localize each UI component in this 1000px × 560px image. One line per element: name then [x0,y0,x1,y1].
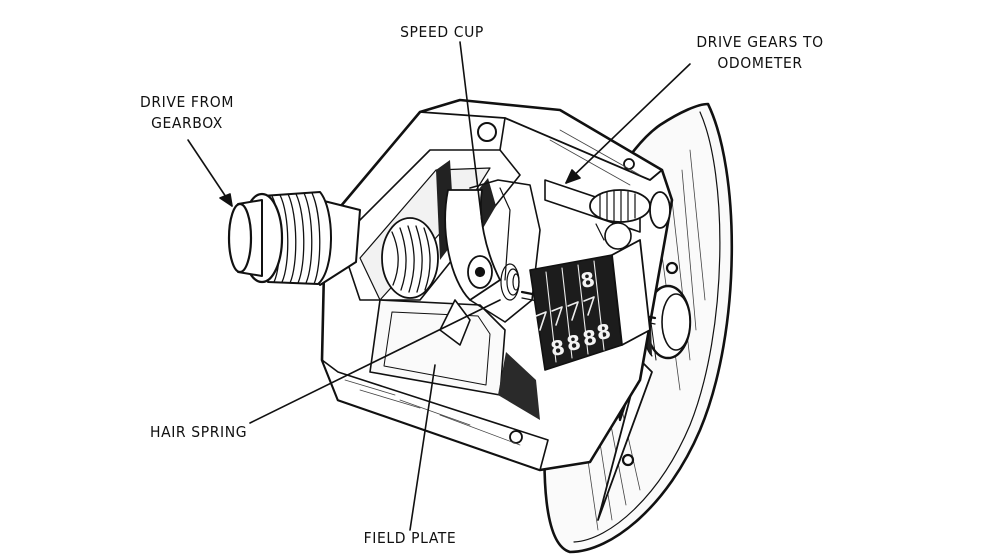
label-line: GEARBOX [151,114,223,132]
odometer-digits: 8 8 8 8 8 [549,267,613,361]
label-hair-spring: HAIR SPRING [150,422,310,443]
odometer-digit: 8 [595,319,613,345]
odometer-digit: 8 [565,330,583,356]
label-drive-gears-to-odometer: DRIVE GEARS TO ODOMETER [655,32,865,74]
label-line: SPEED CUP [400,23,484,41]
label-speed-cup: SPEED CUP [372,22,512,43]
inner-worm-gear [381,217,439,299]
odometer-drum [529,239,651,371]
label-line: FIELD PLATE [363,529,457,547]
odometer-digit: 8 [579,267,597,293]
hair-spring [500,263,520,301]
label-line: DRIVE GEARS TO [696,33,824,51]
odometer-digit: 8 [549,335,567,361]
input-drive-shaft [227,191,361,286]
leader-lines [187,41,691,531]
odometer-digit: 8 [581,325,599,351]
label-field-plate: FIELD PLATE [340,528,480,549]
label-drive-from-gearbox: DRIVE FROM GEARBOX [112,92,262,134]
label-line: DRIVE FROM [139,93,235,111]
label-line: HAIR SPRING [150,423,248,441]
label-line: ODOMETER [717,54,803,72]
